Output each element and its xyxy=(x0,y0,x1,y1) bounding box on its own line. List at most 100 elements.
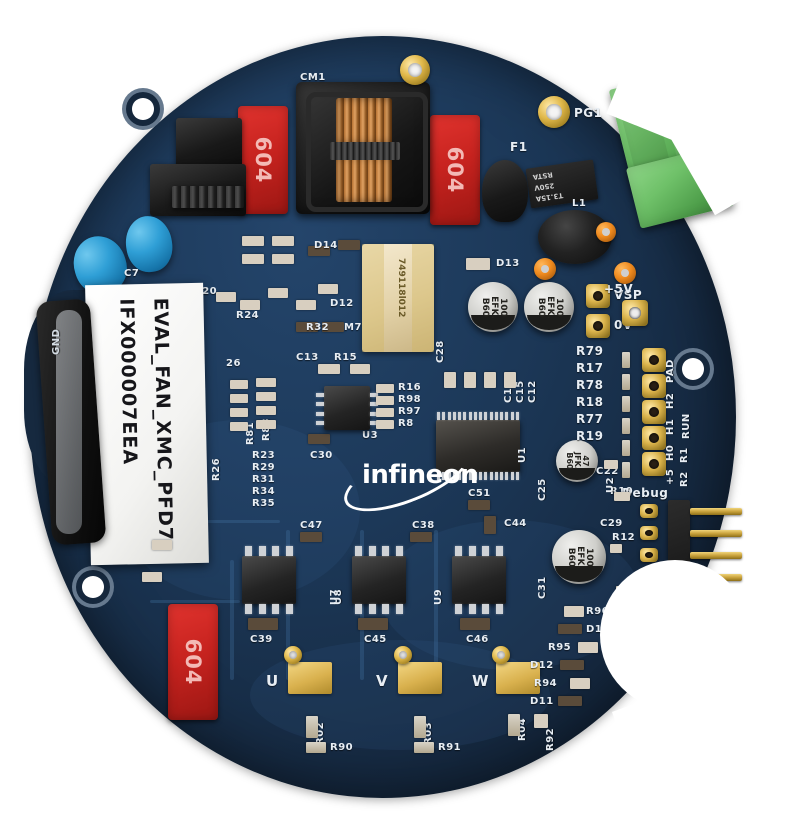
via-pad-2 xyxy=(614,262,636,284)
gate-driver-u8 xyxy=(352,556,406,604)
silk-c39: C39 xyxy=(250,634,273,645)
silk-c51: C51 xyxy=(468,488,491,499)
motor-pad-v[interactable] xyxy=(398,662,442,694)
silk-r95: R95 xyxy=(548,642,572,653)
silk-d11: D11 xyxy=(530,696,554,707)
silk-vsp: VSP xyxy=(614,288,643,302)
choke-core xyxy=(306,92,428,212)
silk-26: 26 xyxy=(226,358,241,369)
pcb-trace xyxy=(434,530,438,680)
silk-r26: R26 xyxy=(211,457,222,481)
silk-r10: R10 xyxy=(610,486,633,497)
silk-r29: R29 xyxy=(252,462,276,473)
silk-c7: C7 xyxy=(124,268,140,279)
gate-driver-u9 xyxy=(452,556,506,604)
silk-r92: R92 xyxy=(545,727,556,751)
silk-r35: R35 xyxy=(252,498,276,509)
silk-m7: M7 xyxy=(344,322,362,333)
cap-marking: 100 EFK. B60 xyxy=(535,295,564,319)
test-point-vsp[interactable] xyxy=(586,284,610,308)
header-pin-h1[interactable] xyxy=(642,400,666,424)
silk-r90: R90 xyxy=(330,742,354,753)
inductor-marking: 749118l012 xyxy=(396,258,406,318)
via-pad-1 xyxy=(534,258,556,280)
silk-h2: H2 xyxy=(665,392,676,409)
silk-c46: C46 xyxy=(466,634,489,645)
infineon-logo: infineon xyxy=(335,428,479,526)
varistor-marking: 604 xyxy=(251,136,275,184)
silk-c12: C12 xyxy=(527,380,538,403)
silk-r2: R2 xyxy=(679,471,690,487)
test-point-5v[interactable] xyxy=(622,300,648,326)
mount-pad-pg1 xyxy=(538,96,570,128)
silk-r34: R34 xyxy=(252,486,276,497)
debug-pad-1[interactable] xyxy=(640,504,658,518)
pcb-trace xyxy=(230,560,234,680)
test-point-0v[interactable] xyxy=(586,314,610,338)
header-pin-h0[interactable] xyxy=(642,426,666,450)
silk-5v: +5V xyxy=(604,282,634,296)
silk-c13: C13 xyxy=(296,352,319,363)
silk-c44: C44 xyxy=(504,518,527,529)
varistor-bottom: 604 xyxy=(168,604,218,720)
mount-hole-bottomleft xyxy=(72,566,114,608)
pcb-trace xyxy=(150,600,240,603)
motor-via-v xyxy=(394,646,412,664)
silk-phase-w: W xyxy=(472,672,490,690)
silk-r96: R96 xyxy=(586,606,610,617)
silk-f1: F1 xyxy=(510,140,528,154)
header-pin-pad[interactable] xyxy=(642,348,666,372)
silk-c22: C22 xyxy=(596,466,619,477)
silk-r94: R94 xyxy=(534,678,558,689)
silk-r23: R23 xyxy=(252,450,276,461)
mount-hole-topleft xyxy=(122,88,164,130)
debug-pad-2[interactable] xyxy=(640,526,658,540)
silk-r8: R8 xyxy=(398,418,414,429)
silk-r91: R91 xyxy=(438,742,462,753)
silk-c47: C47 xyxy=(300,520,323,531)
silk-h0: H0 xyxy=(665,444,676,461)
silk-r1: R1 xyxy=(679,447,690,463)
motor-via-w xyxy=(492,646,510,664)
debug-pin-2[interactable] xyxy=(690,530,742,537)
silk-c38: C38 xyxy=(412,520,435,531)
pcb-trace xyxy=(150,520,280,523)
electrolytic-cap-3: 100 EFK. B60 xyxy=(552,530,606,584)
silk-l1: L1 xyxy=(572,198,587,209)
header-pin-5v[interactable] xyxy=(642,452,666,476)
silk-plus5: +5 xyxy=(665,468,676,485)
motor-pad-u[interactable] xyxy=(288,662,332,694)
debug-pin-3[interactable] xyxy=(690,552,742,559)
cap-marking: 100 EFK. B60 xyxy=(479,295,508,319)
black-component-left xyxy=(176,118,242,168)
motor-pad-w[interactable] xyxy=(496,662,540,694)
infineon-wordmark: infineon xyxy=(362,460,479,490)
silk-r19: R19 xyxy=(576,429,604,443)
silk-c28: C28 xyxy=(435,340,446,363)
silk-u3: U3 xyxy=(362,430,379,441)
debug-pad-3[interactable] xyxy=(640,548,658,562)
silk-r78: R78 xyxy=(576,378,604,392)
ic-u3 xyxy=(324,386,370,430)
silk-r12: R12 xyxy=(612,532,636,543)
silk-r17: R17 xyxy=(576,361,604,375)
silk-r18: R18 xyxy=(576,395,604,409)
silk-phase-v: V xyxy=(376,672,389,690)
connector-comb xyxy=(172,186,244,208)
silk-u8: U8 xyxy=(333,588,344,605)
debug-pin-1[interactable] xyxy=(690,508,742,515)
silk-run: RUN xyxy=(681,413,692,439)
silk-d14: D14 xyxy=(314,240,338,251)
choke-winding-bottom xyxy=(336,156,392,202)
varistor-marking: 604 xyxy=(443,146,467,194)
cap-marking: 100 EFK. B60 xyxy=(565,545,594,569)
header-pin-h2[interactable] xyxy=(642,374,666,398)
silk-gnd: GND xyxy=(51,328,62,355)
main-microcontroller-u1 xyxy=(436,420,520,472)
silk-u1: U1 xyxy=(517,446,528,463)
silk-r32: R32 xyxy=(306,322,330,333)
silk-r79: R79 xyxy=(576,344,604,358)
silk-h1: H1 xyxy=(665,418,676,435)
gate-driver-u7 xyxy=(242,556,296,604)
